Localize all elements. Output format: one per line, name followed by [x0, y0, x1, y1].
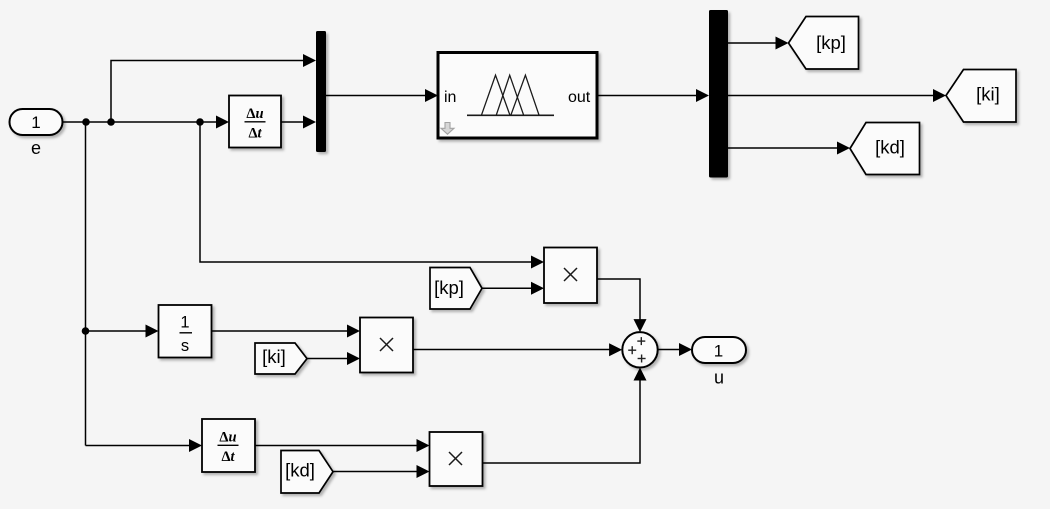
- svg-text:e: e: [31, 138, 41, 158]
- svg-text:1: 1: [714, 341, 723, 360]
- svg-text:in: in: [444, 89, 456, 106]
- svg-text:Δt: Δt: [221, 449, 235, 465]
- svg-text:s: s: [181, 337, 189, 355]
- svg-text:[ki]: [ki]: [976, 84, 1000, 105]
- svg-text:u: u: [714, 368, 724, 388]
- svg-text:out: out: [568, 89, 591, 106]
- svg-text:Δu: Δu: [246, 106, 263, 122]
- svg-text:[ki]: [ki]: [262, 346, 286, 367]
- svg-text:Δu: Δu: [219, 429, 236, 445]
- svg-text:[kd]: [kd]: [875, 137, 905, 158]
- svg-text:[kp]: [kp]: [434, 277, 464, 298]
- svg-text:[kd]: [kd]: [285, 460, 315, 481]
- svg-text:1: 1: [180, 314, 189, 332]
- svg-text:Δt: Δt: [248, 125, 262, 141]
- svg-text:[kp]: [kp]: [816, 32, 846, 53]
- svg-text:1: 1: [31, 113, 40, 132]
